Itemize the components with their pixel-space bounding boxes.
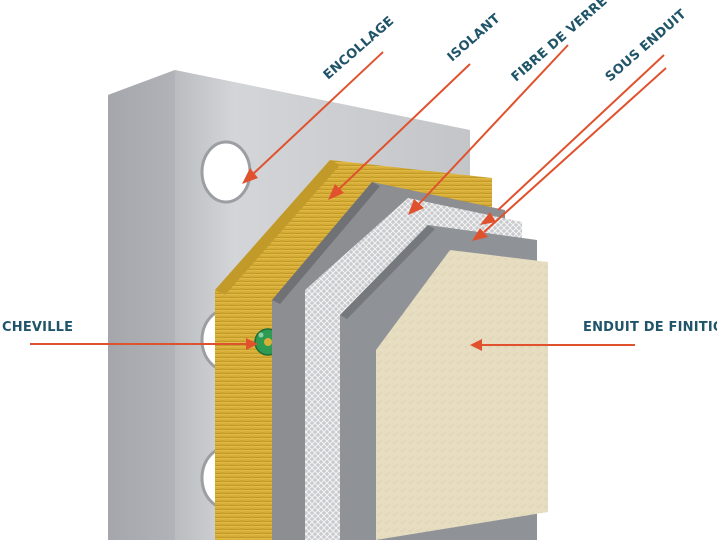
arrow-sous-enduit-2	[472, 67, 667, 241]
label-fibre-de-verre: FIBRE DE VERRE	[509, 0, 611, 85]
arrows	[30, 44, 667, 351]
label-isolant: ISOLANT	[445, 11, 504, 65]
label-cheville: CHEVILLE	[2, 320, 73, 335]
arrow-sous-enduit	[480, 54, 665, 225]
label-sous-enduit: SOUS ENDUIT	[603, 7, 690, 85]
arrow-enduit-de-finition	[470, 339, 635, 351]
arrow-cheville	[30, 338, 258, 350]
label-enduit-de-finition: ENDUIT DE FINITION	[583, 320, 717, 335]
arrow-isolant	[328, 63, 471, 200]
label-encollage: ENCOLLAGE	[321, 14, 398, 83]
finish-coat-layer	[376, 250, 548, 540]
arrow-encollage	[242, 51, 384, 184]
arrow-fibre-de-verre	[408, 44, 569, 215]
